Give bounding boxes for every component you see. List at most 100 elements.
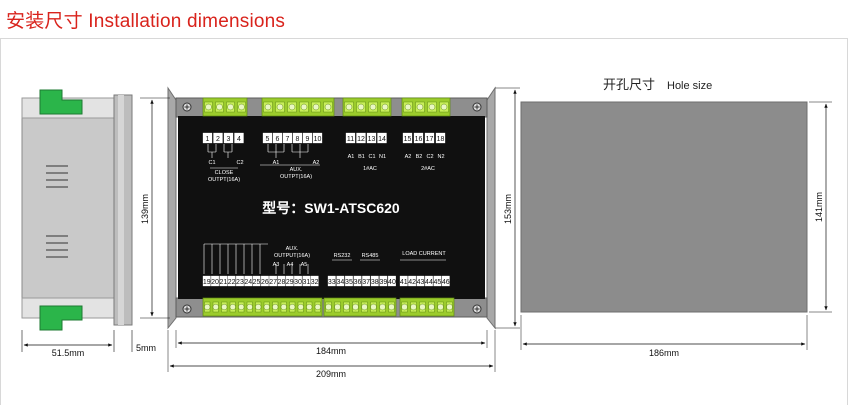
aux-output-label: OUTPT(16A) xyxy=(280,174,312,180)
phase-label: C1 xyxy=(368,154,375,160)
panel-inner-width-label: 184mm xyxy=(316,346,346,356)
aux-label: AUX. xyxy=(290,167,303,173)
terminal-number-label: 26 xyxy=(261,279,269,286)
terminal-number: 23 xyxy=(236,275,244,287)
side-view: 51.5mm 5mm xyxy=(21,89,156,358)
side-front-highlight xyxy=(118,95,124,325)
terminal-number-label: 41 xyxy=(400,279,408,286)
terminal-number: 7 xyxy=(282,132,293,144)
terminal-number-label: 16 xyxy=(415,136,423,143)
close-output-label: OUTPT(16A) xyxy=(208,177,240,183)
terminal-number: 46 xyxy=(441,275,450,287)
terminal-number: 31 xyxy=(302,275,310,287)
phase-label: N2 xyxy=(437,154,444,160)
phase-label: A4 xyxy=(287,262,294,268)
terminal-block-top-4 xyxy=(401,97,451,117)
terminal-number: 6 xyxy=(272,132,283,144)
terminal-number: 26 xyxy=(260,275,269,287)
terminal-number-label: 38 xyxy=(371,279,379,286)
terminal-number-label: 46 xyxy=(442,279,450,286)
hole-size-title: 开孔尺寸 xyxy=(603,77,655,92)
label-a2: A2 xyxy=(313,160,320,166)
terminal-number: 35 xyxy=(345,275,353,287)
phase-label: C2 xyxy=(426,154,433,160)
terminal-number: 44 xyxy=(425,275,433,287)
terminal-number-label: 20 xyxy=(211,279,219,286)
terminal-number-label: 25 xyxy=(253,279,261,286)
terminal-number-label: 11 xyxy=(347,136,354,143)
close-label: CLOSE xyxy=(215,170,234,176)
ac1-label: 1#AC xyxy=(363,166,377,172)
terminal-number: 9 xyxy=(302,132,313,144)
terminal-number-label: 2 xyxy=(216,136,220,143)
terminal-number-label: 34 xyxy=(336,279,344,286)
terminal-block-top-1 xyxy=(202,97,248,117)
terminal-number: 27 xyxy=(269,275,277,287)
hole-height-label: 141mm xyxy=(814,192,824,222)
panel-inner-height-label: 139mm xyxy=(140,194,150,224)
rs232-label: RS232 xyxy=(334,253,351,259)
terminal-number-label: 8 xyxy=(296,136,300,143)
terminal-number-label: 12 xyxy=(357,136,365,143)
panel-total-width-label: 209mm xyxy=(316,369,346,379)
label-a1: A1 xyxy=(273,160,280,166)
ac2-label: 2#AC xyxy=(421,166,435,172)
terminal-number: 21 xyxy=(219,275,227,287)
terminal-number: 41 xyxy=(399,275,408,287)
terminal-number-label: 23 xyxy=(236,279,244,286)
terminal-number: 13 xyxy=(366,132,377,144)
terminal-number-label: 28 xyxy=(278,279,286,286)
terminal-number: 5 xyxy=(262,132,273,144)
terminal-number-label: 13 xyxy=(368,136,376,143)
terminal-number: 39 xyxy=(379,275,387,287)
terminal-number: 33 xyxy=(327,275,336,287)
terminal-number: 15 xyxy=(402,132,413,144)
terminal-number-label: 9 xyxy=(306,136,310,143)
terminal-number-label: 31 xyxy=(302,279,310,286)
hole-size-title-en: Hole size xyxy=(667,80,712,92)
bottom-terminal-blocks xyxy=(202,297,455,317)
terminal-number-label: 7 xyxy=(286,136,290,143)
terminal-number-label: 18 xyxy=(437,136,445,143)
phase-label: B1 xyxy=(358,154,365,160)
terminal-number: 10 xyxy=(312,132,323,144)
terminal-number-label: 35 xyxy=(345,279,353,286)
terminal-number: 42 xyxy=(408,275,416,287)
terminal-number-label: 29 xyxy=(286,279,294,286)
terminal-number: 2 xyxy=(213,132,223,144)
terminal-number-label: 15 xyxy=(404,136,412,143)
terminal-number-label: 40 xyxy=(388,279,396,286)
terminal-number: 36 xyxy=(353,275,362,287)
rs485-label: RS485 xyxy=(362,253,379,259)
rail-right xyxy=(486,86,496,330)
bottom-aux-label: AUX. xyxy=(286,246,299,252)
terminal-number-label: 5 xyxy=(266,136,270,143)
terminal-number-label: 19 xyxy=(203,279,211,286)
terminal-block-bottom-2 xyxy=(323,297,397,317)
side-bottom-connector xyxy=(39,305,83,331)
terminal-number-label: 27 xyxy=(269,279,277,286)
terminal-block-top-3 xyxy=(342,97,392,117)
terminal-number-label: 45 xyxy=(433,279,441,286)
label-c2: C2 xyxy=(236,160,243,166)
terminal-number: 29 xyxy=(285,275,294,287)
terminal-number: 8 xyxy=(292,132,303,144)
terminal-block-top-2 xyxy=(261,97,335,117)
terminal-number: 28 xyxy=(277,275,286,287)
terminal-number: 14 xyxy=(377,132,387,144)
phase-label: A2 xyxy=(405,154,412,160)
side-top-connector xyxy=(39,89,83,115)
terminal-number: 3 xyxy=(223,132,234,144)
hole-cutout xyxy=(520,101,808,313)
terminal-number: 19 xyxy=(202,275,211,287)
phase-label: N1 xyxy=(379,154,386,160)
terminal-number-label: 44 xyxy=(425,279,433,286)
screw-icon xyxy=(472,102,482,112)
terminal-number-label: 39 xyxy=(379,279,387,286)
terminal-number: 11 xyxy=(345,132,356,144)
terminal-number-label: 10 xyxy=(314,136,322,143)
front-panel xyxy=(178,116,485,299)
terminal-number: 1 xyxy=(202,132,213,144)
